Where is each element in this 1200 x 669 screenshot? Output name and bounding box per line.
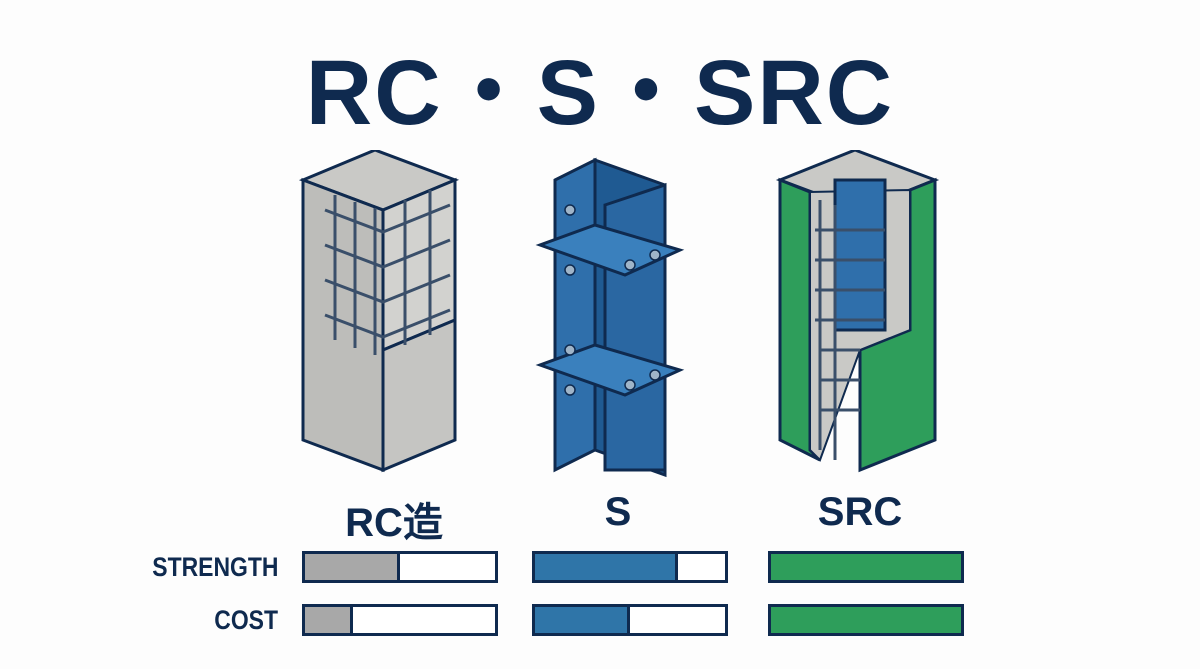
strength-bar-S bbox=[532, 551, 728, 583]
src-column-illustration bbox=[775, 150, 940, 473]
strength-bar-fill bbox=[535, 554, 678, 580]
strength-bar-RC造 bbox=[302, 551, 498, 583]
cost-bar-SRC bbox=[768, 604, 964, 636]
page-title: RC・S・SRC bbox=[305, 42, 895, 144]
strength-bar-fill bbox=[771, 554, 961, 580]
s-label: S bbox=[604, 490, 632, 534]
src-label: SRC bbox=[817, 490, 903, 534]
rc-column-illustration bbox=[298, 150, 460, 473]
cost-bar-S bbox=[532, 604, 728, 636]
strength-label: STRENGTH bbox=[151, 552, 278, 582]
cost-bar-fill bbox=[771, 607, 961, 633]
s-column-illustration bbox=[535, 157, 685, 478]
cost-label: COST bbox=[214, 605, 278, 635]
rc-label: RC造 bbox=[345, 501, 443, 545]
cost-bar-RC造 bbox=[302, 604, 498, 636]
cost-bar-fill bbox=[305, 607, 353, 633]
strength-bar-fill bbox=[305, 554, 400, 580]
cost-bar-fill bbox=[535, 607, 630, 633]
strength-bar-SRC bbox=[768, 551, 964, 583]
